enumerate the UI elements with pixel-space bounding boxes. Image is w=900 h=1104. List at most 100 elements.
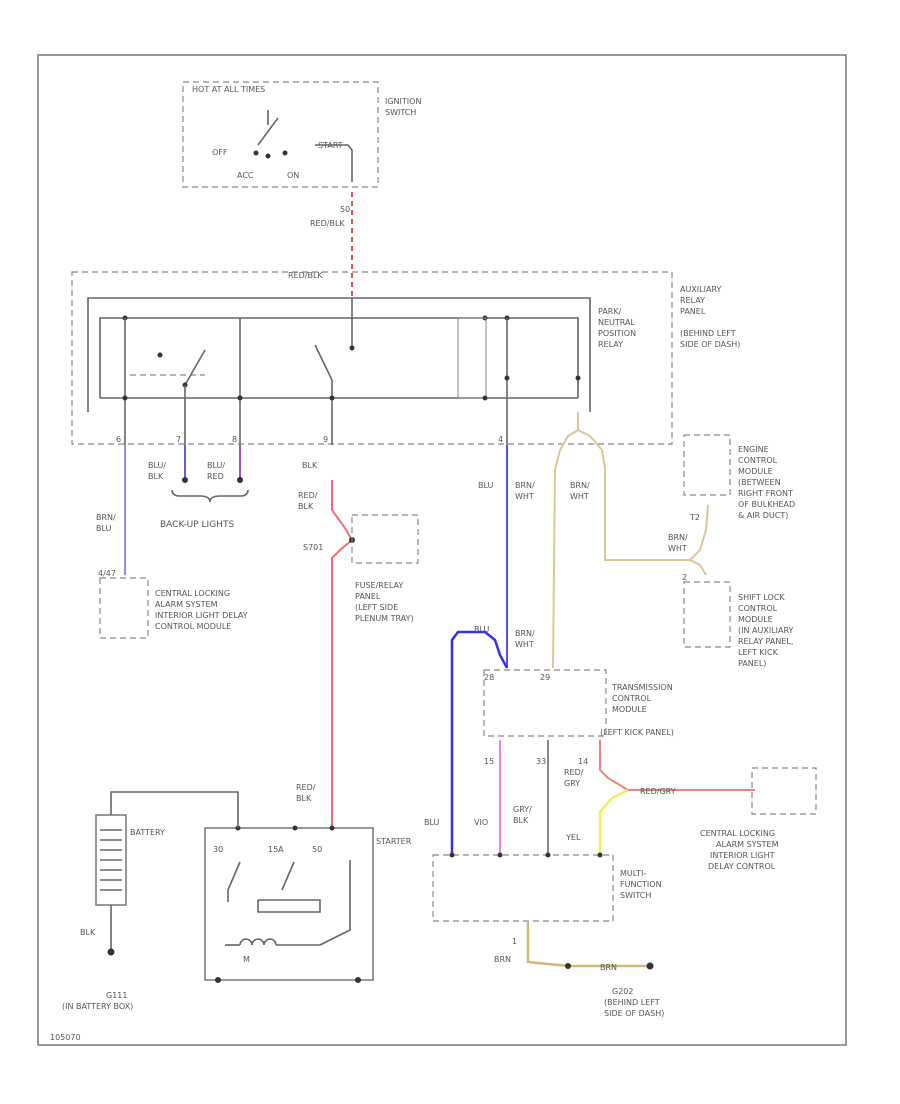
tcm-pin-15: 15 (484, 757, 494, 766)
blu-red-label-1: BLU/ (207, 461, 225, 470)
ground-g202: G202 (BEHIND LEFT SIDE OF DASH) (604, 987, 664, 1018)
tcm-line-2: CONTROL (612, 694, 652, 703)
blk-1-label: BLK (302, 461, 318, 470)
red-blk-2-label-1: RED/ (296, 783, 316, 792)
brn-wht-wire-engine (577, 429, 709, 561)
cl1-line-1: CENTRAL LOCKING (155, 589, 230, 598)
relay-pin-6: 6 (116, 435, 121, 444)
ignition-title-1: IGNITION (385, 97, 421, 106)
ecm-line-7: & AIR DUCT) (738, 511, 788, 520)
brn-wht-wire-tcm (552, 412, 579, 669)
shift-lock-module: 2 SHIFT LOCK CONTROL MODULE (IN AUXILIAR… (682, 573, 794, 668)
fuse-line-4: PLENUM TRAY) (355, 614, 414, 623)
ecm-line-1: ENGINE (738, 445, 769, 454)
panel-title-3: PANEL (680, 307, 706, 316)
gry-blk-label-2: BLK (513, 816, 529, 825)
cl1-line-3: INTERIOR LIGHT DELAY (155, 611, 248, 620)
ignition-header: HOT AT ALL TIMES (192, 85, 265, 94)
tcm-line-1: TRANSMISSION (611, 683, 673, 692)
blu-3-label: BLU (424, 818, 440, 827)
fuse-relay-panel: S701 FUSE/RELAY PANEL (LEFT SIDE PLENUM … (303, 514, 419, 623)
ecm-line-5: RIGHT FRONT (738, 489, 793, 498)
ignition-pos-acc: ACC (237, 171, 254, 180)
slm-line-6: LEFT KICK (738, 648, 779, 657)
vio-label: VIO (474, 818, 488, 827)
ignition-wire-label: RED/BLK (310, 219, 345, 228)
red-blk-1-label-1: RED/ (298, 491, 318, 500)
relay-pin-9: 9 (323, 435, 328, 444)
panel-title-5: SIDE OF DASH) (680, 340, 740, 349)
starter-pin-15a: 15A (268, 845, 284, 854)
relay-pin-4: 4 (498, 435, 503, 444)
red-gry-2-label: RED/GRY (640, 787, 676, 796)
ecm-line-6: OF BULKHEAD (738, 500, 795, 509)
starter-label: STARTER (376, 837, 412, 846)
tcm-pin-33: 33 (536, 757, 546, 766)
g202-line-2: (BEHIND LEFT (604, 998, 660, 1007)
yel-label: YEL (565, 833, 581, 842)
cl2-line-2: ALARM SYSTEM (716, 840, 779, 849)
starter-pin-m: M (243, 955, 250, 964)
fuse-pin: S701 (303, 543, 323, 552)
backup-lights-label: BACK-UP LIGHTS (160, 520, 234, 530)
tcm-pin-14: 14 (578, 757, 588, 766)
g202-line-3: SIDE OF DASH) (604, 1009, 664, 1018)
panel-title-1: AUXILIARY (680, 285, 722, 294)
yel-wire (598, 788, 629, 855)
cl2-line-3: INTERIOR LIGHT (710, 851, 775, 860)
pnp-relay-2: NEUTRAL (598, 318, 635, 327)
backup-lights: BLU/ BLK BLU/ RED BACK-UP LIGHTS (148, 445, 249, 530)
red-gry-wire (599, 740, 755, 791)
mf-pin: 1 (512, 937, 517, 946)
g111-line-1: G111 (106, 991, 127, 1000)
slm-line-4: (IN AUXILIARY (738, 626, 794, 635)
battery: BATTERY BLK G111 (IN BATTERY BOX) (62, 791, 239, 1011)
diagram-frame (37, 54, 847, 1046)
starter: RED/ BLK STARTER 30 15A 50 M (204, 783, 412, 983)
ignition-title-2: SWITCH (385, 108, 416, 117)
blu-blk-label-2: BLK (148, 472, 164, 481)
cl2-line-4: DELAY CONTROL (708, 862, 776, 871)
blu-wire-2 (450, 630, 509, 855)
fuse-line-3: (LEFT SIDE (355, 603, 398, 612)
slm-line-7: PANEL) (738, 659, 766, 668)
gry-blk-label-1: GRY/ (513, 805, 532, 814)
ignition-pin: 50 (340, 205, 350, 214)
slm-line-3: MODULE (738, 615, 773, 624)
central-locking-module-2: CENTRAL LOCKING ALARM SYSTEM INTERIOR LI… (700, 767, 817, 871)
slm-line-2: CONTROL (738, 604, 778, 613)
cl2-line-1: CENTRAL LOCKING (700, 829, 775, 838)
brn-2-label: BRN (600, 963, 617, 972)
tcm-line-3: MODULE (612, 705, 647, 714)
ignition-pos-on: ON (287, 171, 299, 180)
brn-wht-4-label-2: WHT (515, 640, 534, 649)
pnp-relay-1: PARK/ (598, 307, 622, 316)
brn-wht-2-label-2: WHT (570, 492, 589, 501)
ecm-line-2: CONTROL (738, 456, 778, 465)
fuse-line-2: PANEL (355, 592, 381, 601)
red-blk-wire (331, 480, 354, 830)
brn-wht-1-label-2: WHT (515, 492, 534, 501)
relay-top-wire-label: RED/BLK (288, 271, 323, 280)
figure-id: 105070 (50, 1033, 81, 1042)
brn-ground-wire (526, 921, 650, 968)
ignition-pos-off: OFF (212, 148, 228, 157)
brn-blu-label-1: BRN/ (96, 513, 116, 522)
brn-wht-1-label-1: BRN/ (515, 481, 535, 490)
central-locking-module-1: 4/47 CENTRAL LOCKING ALARM SYSTEM INTERI… (98, 569, 248, 639)
tcm-pin-28: 28 (484, 673, 494, 682)
starter-pin-50: 50 (312, 845, 322, 854)
panel-title-4: (BEHIND LEFT (680, 329, 736, 338)
transmission-control-module: 28 29 15 33 14 TRANSMISSION CONTROL MODU… (483, 669, 674, 766)
blu-1-label: BLU (478, 481, 494, 490)
slm-line-1: SHIFT LOCK (738, 593, 785, 602)
battery-label: BATTERY (130, 828, 165, 837)
shift-pin: 2 (682, 573, 687, 582)
blk-bat-label: BLK (80, 928, 96, 937)
g202-line-1: G202 (612, 987, 633, 996)
brn-wht-4-label-1: BRN/ (515, 629, 535, 638)
blu-2-label: BLU (474, 625, 490, 634)
cl1-pin: 4/47 (98, 569, 116, 578)
